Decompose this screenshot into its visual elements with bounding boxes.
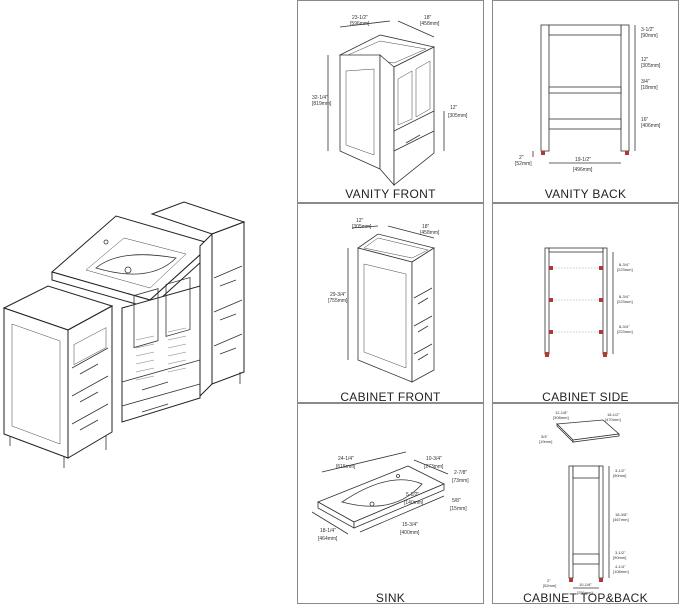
dim-e: 5/8" bbox=[452, 498, 461, 504]
panel-cabinet-side: 8-3/4" [223mm] 8-3/4" [223mm] 8-3/4" [22… bbox=[492, 203, 679, 404]
dim-shelf-1: 8-3/4" bbox=[619, 262, 630, 267]
dim-shelf-3: 8-3/4" bbox=[619, 324, 630, 329]
dim-top-thickness: 3/4" bbox=[541, 434, 549, 439]
dim-c: 3/4" bbox=[641, 79, 650, 85]
right-side-cabinet bbox=[150, 201, 246, 398]
dim-back-c-mm: [90mm] bbox=[613, 555, 626, 560]
panel-vanity-back: 3-1/2" [90mm] 12" [305mm] 3/4" [18mm] 16… bbox=[492, 0, 679, 203]
dim-back-f-mm: [256mm] bbox=[577, 590, 593, 595]
dim-d: 5-1/2" bbox=[406, 492, 419, 498]
dim-back-d-mm: [108mm] bbox=[613, 569, 629, 574]
dim-e-mm: [52mm] bbox=[515, 161, 532, 167]
dim-f-mm: [496mm] bbox=[573, 167, 593, 173]
dim-shelf-3-mm: [223mm] bbox=[617, 329, 633, 334]
dim-height: 29-3/4" bbox=[330, 292, 346, 298]
dim-f: 18-1/4" bbox=[320, 528, 336, 534]
dim-b: 10-3/4" bbox=[426, 456, 442, 462]
dim-height: 32-1/4" bbox=[312, 95, 328, 101]
dim-e-mm: [15mm] bbox=[450, 506, 467, 512]
dim-shelf-2-mm: [223mm] bbox=[617, 299, 633, 304]
panel-sink: 24-1/4" [615mm] 10-3/4" [273mm] 2-7/8" [… bbox=[297, 403, 484, 605]
dim-top-width-mm: [308mm] bbox=[553, 415, 569, 420]
dim-c-mm: [18mm] bbox=[641, 85, 658, 91]
dim-width-mm: [596mm] bbox=[350, 21, 370, 27]
dim-b-mm: [305mm] bbox=[641, 63, 661, 69]
dim-d: 16" bbox=[641, 117, 649, 123]
panel-vanity-front: 23-1/2" [596mm] 18" [458mm] 32-1/4" [819… bbox=[297, 0, 484, 203]
dim-width: 12" bbox=[356, 218, 364, 224]
dim-width-mm: [305mm] bbox=[352, 224, 372, 230]
dim-a: 24-1/4" bbox=[338, 456, 354, 462]
caption-cabinet-side: CABINET SIDE bbox=[542, 390, 629, 404]
dim-drawer-mm: [305mm] bbox=[448, 113, 468, 119]
dim-drawer: 12" bbox=[450, 105, 458, 111]
dim-back-f: 10-1/8" bbox=[579, 582, 592, 587]
dim-top-width: 12-1/8" bbox=[555, 410, 568, 415]
dim-depth-mm: [458mm] bbox=[420, 230, 440, 236]
dim-depth-mm: [458mm] bbox=[420, 21, 440, 27]
dim-height-mm: [819mm] bbox=[312, 101, 332, 107]
dim-d-mm: [140mm] bbox=[404, 500, 424, 506]
dim-top-thickness-mm: [19mm] bbox=[539, 439, 552, 444]
caption-cabinet-top-back: CABINET TOP&BACK bbox=[523, 591, 648, 605]
dim-c: 2-7/8" bbox=[454, 470, 467, 476]
dim-back-e: 2" bbox=[547, 578, 551, 583]
dim-top-depth: 18-1/2" bbox=[607, 412, 620, 417]
main-assembly-illustration bbox=[0, 200, 290, 480]
caption-vanity-back: VANITY BACK bbox=[544, 187, 627, 201]
left-side-cabinet bbox=[2, 285, 114, 468]
panel-cabinet-front: 12" [305mm] 18" [458mm] 29-3/4" [755mm] … bbox=[297, 203, 484, 404]
dim-height-mm: [755mm] bbox=[328, 298, 348, 304]
dim-f: 19-1/2" bbox=[575, 157, 591, 163]
dim-depth: 18" bbox=[424, 15, 432, 21]
panel-cabinet-top-back: 12-1/8" [308mm] 18-1/2" [470mm] 3/4" [19… bbox=[492, 403, 679, 605]
dim-back-e-mm: [52mm] bbox=[543, 583, 556, 588]
dim-a-mm: [615mm] bbox=[336, 464, 356, 470]
center-vanity bbox=[50, 215, 213, 423]
dim-a: 3-1/2" bbox=[641, 27, 654, 33]
dim-back-a: 3-1/2" bbox=[615, 468, 626, 473]
dim-depth: 18" bbox=[422, 224, 430, 230]
dim-f-mm: [464mm] bbox=[318, 536, 338, 542]
dim-back-a-mm: [90mm] bbox=[613, 473, 626, 478]
dim-b-mm: [273mm] bbox=[424, 464, 444, 470]
caption-sink: SINK bbox=[375, 591, 406, 605]
dim-c-mm: [73mm] bbox=[452, 478, 469, 484]
dim-back-b-mm: [467mm] bbox=[613, 517, 629, 522]
dim-top-depth-mm: [470mm] bbox=[605, 417, 621, 422]
dim-g: 15-3/4" bbox=[402, 522, 418, 528]
dim-g-mm: [400mm] bbox=[400, 530, 420, 536]
dim-back-c: 3-1/2" bbox=[615, 550, 626, 555]
caption-vanity-front: VANITY FRONT bbox=[345, 187, 436, 201]
dim-back-b: 18-3/8" bbox=[615, 512, 628, 517]
dim-back-d: 4-1/4" bbox=[615, 564, 626, 569]
dim-d-mm: [406mm] bbox=[641, 123, 661, 129]
dim-shelf-1-mm: [223mm] bbox=[617, 267, 633, 272]
dim-e: 2" bbox=[519, 155, 524, 161]
caption-cabinet-front: CABINET FRONT bbox=[340, 390, 441, 404]
dim-a-mm: [90mm] bbox=[641, 33, 658, 39]
dim-b: 12" bbox=[641, 57, 649, 63]
dim-width: 23-1/2" bbox=[352, 15, 368, 21]
dim-shelf-2: 8-3/4" bbox=[619, 294, 630, 299]
